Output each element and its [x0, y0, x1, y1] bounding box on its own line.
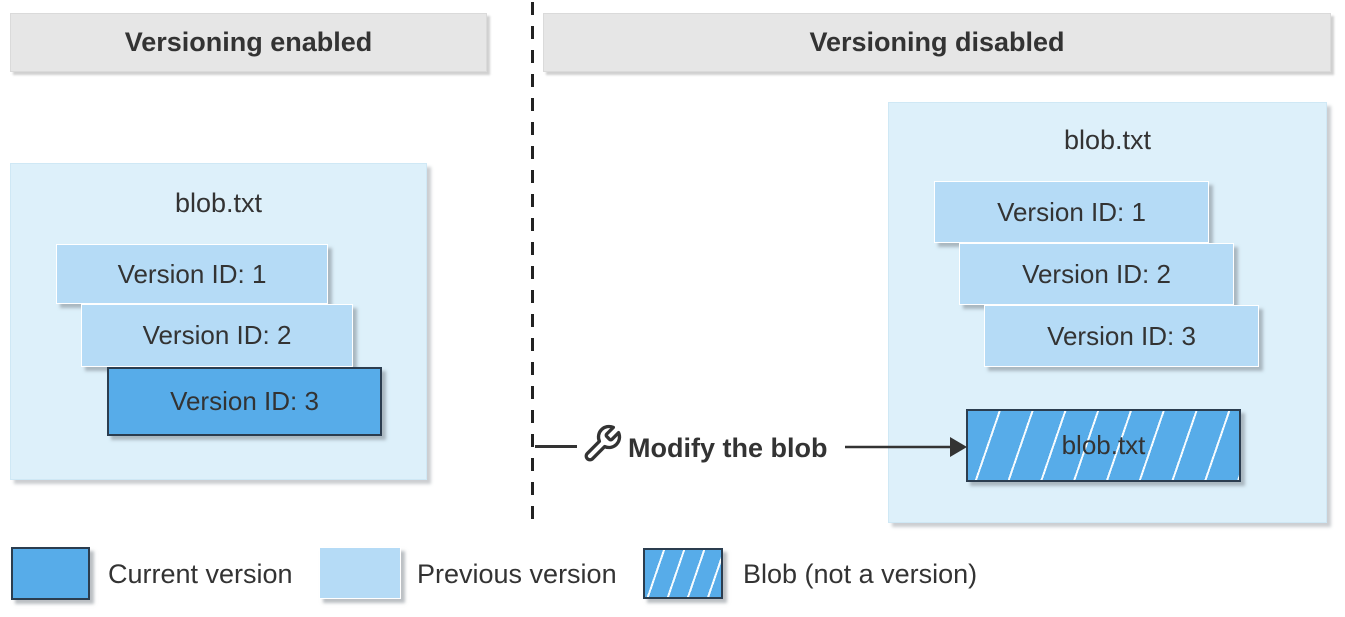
blob-not-a-version-box: blob.txt [966, 409, 1241, 482]
connector-line [535, 445, 577, 448]
blob-container-enabled: blob.txt Version ID: 1 Version ID: 2 Ver… [10, 163, 427, 480]
header-versioning-enabled-label: Versioning enabled [124, 27, 373, 57]
version-box-current-3: Version ID: 3 [107, 367, 382, 436]
legend-label-blob-not-a-version: Blob (not a version) [743, 559, 978, 589]
version-label: Version ID: 2 [1022, 258, 1171, 289]
legend-swatch-blob-not-a-version [643, 548, 723, 599]
legend-label-current-version: Current version [108, 559, 293, 589]
legend-swatch-current-version [11, 547, 90, 600]
header-versioning-enabled: Versioning enabled [10, 13, 487, 72]
version-box-previous-2: Version ID: 2 [959, 243, 1234, 305]
wrench-icon [584, 424, 622, 462]
legend-label-previous-version: Previous version [417, 559, 617, 589]
blob-title: blob.txt [1063, 125, 1152, 155]
version-box-previous-3: Version ID: 3 [984, 305, 1259, 367]
version-label: Version ID: 1 [997, 196, 1146, 227]
version-label: Version ID: 3 [170, 386, 319, 416]
header-versioning-disabled: Versioning disabled [543, 13, 1331, 72]
blob-label: blob.txt [1061, 430, 1146, 460]
version-box-previous-1: Version ID: 1 [56, 244, 328, 304]
blob-container-disabled: blob.txt Version ID: 1 Version ID: 2 Ver… [888, 102, 1327, 523]
blob-title: blob.txt [174, 188, 263, 218]
modify-arrow [845, 437, 967, 457]
dashed-divider-line [531, 2, 534, 523]
version-box-previous-2: Version ID: 2 [81, 304, 353, 367]
version-label: Version ID: 1 [117, 258, 267, 289]
modify-the-blob-label: Modify the blob [628, 433, 828, 463]
version-label: Version ID: 3 [1047, 320, 1196, 351]
legend-swatch-previous-version [319, 547, 401, 599]
header-versioning-disabled-label: Versioning disabled [809, 27, 1065, 57]
version-box-previous-1: Version ID: 1 [934, 181, 1209, 243]
version-label: Version ID: 2 [142, 320, 292, 350]
